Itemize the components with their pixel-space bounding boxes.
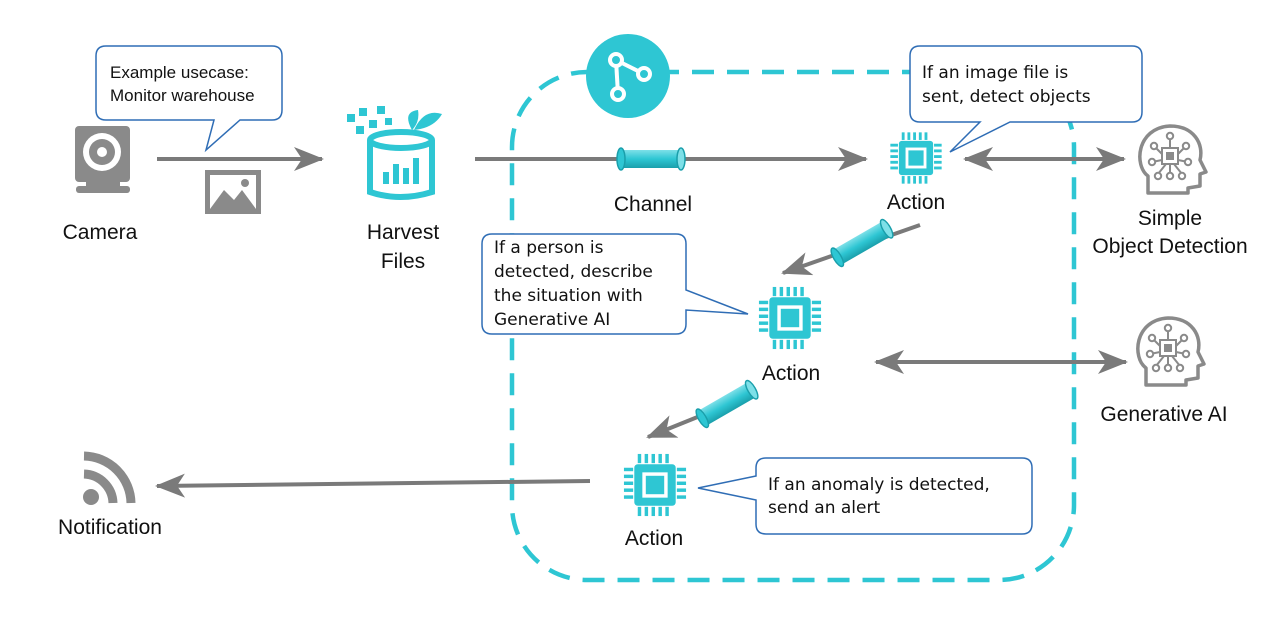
notification-label: Notification — [58, 516, 162, 539]
rss-icon — [83, 451, 136, 505]
action-top-label: Action — [886, 191, 946, 214]
action-bottom-chip-icon — [623, 453, 687, 517]
callout-anomaly-line2: send an alert — [768, 498, 881, 518]
callout-image — [909, 45, 1143, 153]
channel-tube-icon — [616, 147, 686, 171]
callout-anomaly-line1: If an anomaly is detected, — [768, 475, 990, 495]
harvest-files-icon — [347, 106, 442, 200]
simple-detection-label-line1: Simple — [1137, 207, 1203, 230]
channel-tube-icon — [828, 217, 896, 269]
callout-person-line2: detected, describe — [494, 262, 653, 282]
callout-image-line2: sent, detect objects — [922, 87, 1091, 107]
channel-label: Channel — [613, 193, 693, 216]
action-mid-label: Action — [761, 362, 821, 385]
callout-usecase — [95, 45, 283, 153]
callout-person-line4: Generative AI — [494, 310, 611, 330]
callout-anomaly — [697, 457, 1033, 535]
action-mid-chip-icon — [758, 286, 822, 350]
camera-label: Camera — [62, 221, 138, 244]
ai-head-icon — [1136, 316, 1206, 387]
harvest-label-line1: Harvest — [366, 221, 440, 244]
ai-head-icon — [1138, 124, 1208, 195]
image-icon — [205, 170, 261, 214]
camera-icon — [75, 126, 130, 193]
harvest-label-line2: Files — [380, 250, 426, 273]
arrow-to-notification — [155, 473, 591, 498]
callout-person-line1: If a person is — [494, 238, 604, 258]
simple-detection-label-line2: Object Detection — [1092, 235, 1248, 258]
generative-ai-label: Generative AI — [1100, 403, 1228, 426]
action-top-chip-icon — [890, 132, 942, 184]
callout-person — [481, 233, 749, 335]
channel-container — [509, 69, 1077, 583]
channel-logo-icon — [586, 34, 670, 118]
callout-usecase-line2: Monitor warehouse — [110, 86, 255, 105]
action-bottom-label: Action — [624, 527, 684, 550]
callout-person-line3: the situation with — [494, 286, 643, 306]
callout-image-line1: If an image file is — [922, 63, 1069, 83]
callout-usecase-line1: Example usecase: — [110, 63, 249, 82]
